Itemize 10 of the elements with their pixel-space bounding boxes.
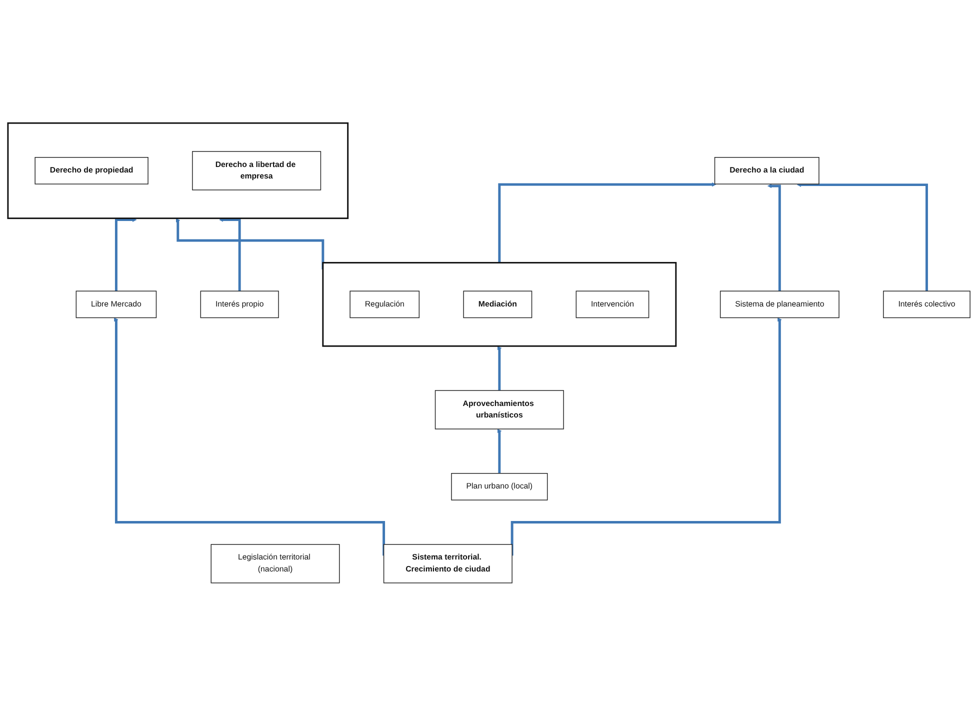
arrow <box>496 428 502 474</box>
cluster <box>6 122 348 220</box>
arrow <box>218 218 240 292</box>
arrow <box>510 318 782 556</box>
cluster <box>322 262 676 347</box>
arrow <box>766 184 780 292</box>
arrow <box>796 182 928 292</box>
arrow <box>498 182 716 263</box>
arrow <box>496 346 502 390</box>
arrow <box>114 218 136 292</box>
